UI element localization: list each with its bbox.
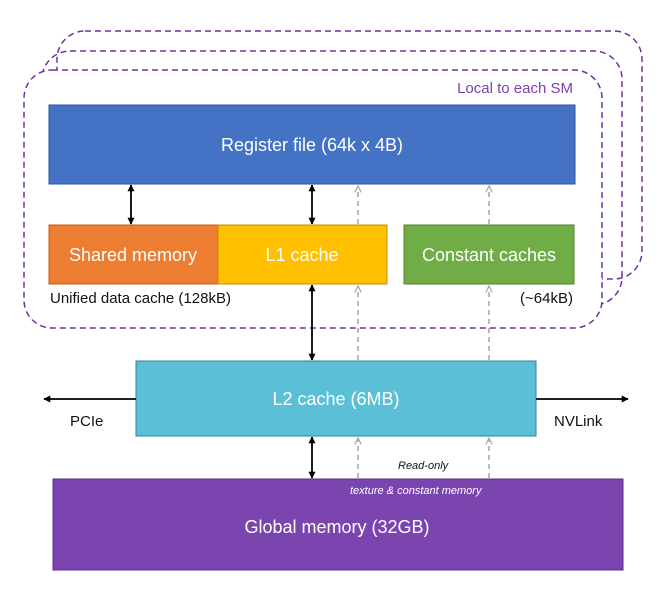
unified-cache-label: Unified data cache (128kB): [50, 290, 231, 307]
register-file-label: Register file (64k x 4B): [221, 135, 403, 155]
register-file-block: [48, 104, 576, 185]
l2-cache-label: L2 cache (6MB): [272, 389, 399, 409]
l1-cache-label: L1 cache: [265, 245, 338, 265]
global-memory-label: Global memory (32GB): [244, 517, 429, 537]
shared-memory-label: Shared memory: [69, 245, 197, 265]
l1-cache-block: [217, 224, 388, 285]
nvlink-label: NVLink: [554, 413, 603, 430]
global-memory-block: [52, 478, 624, 571]
read-only-label: Read-only: [398, 460, 450, 472]
sm-label: Local to each SM: [457, 80, 573, 97]
constant-size-label: (~64kB): [520, 290, 573, 307]
shared-memory-block: [48, 224, 219, 285]
pcie-label: PCIe: [70, 413, 103, 430]
constant-caches-label: Constant caches: [422, 245, 556, 265]
constant-caches-block: [403, 224, 575, 285]
texture-constant-label: texture & constant memory: [350, 485, 483, 497]
